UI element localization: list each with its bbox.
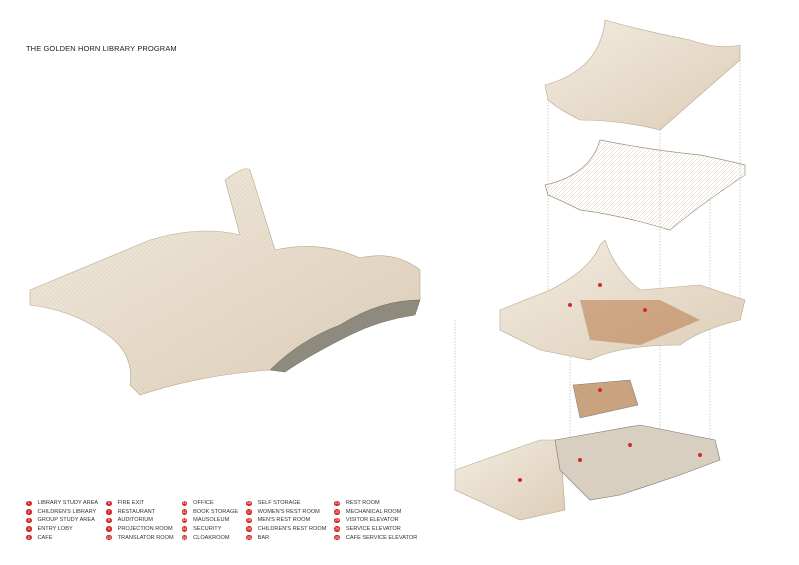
legend-number-marker: 4 <box>26 526 32 532</box>
legend-label: WOMEN'S REST ROOM <box>257 508 320 515</box>
legend-number-marker: 10 <box>106 534 112 541</box>
structure-layer <box>544 139 746 231</box>
legend-item: 11 OFFICE <box>181 499 238 508</box>
legend-item: 16 SELF STORAGE <box>246 499 326 508</box>
legend-number-marker: 9 <box>106 526 112 532</box>
legend-number-marker: 16 <box>246 500 252 507</box>
legend-item: 4 ENTRY LOBY <box>26 525 98 534</box>
legend-label: FIRE EXIT <box>117 500 145 507</box>
legend-item: 2 CHILDREN'S LIBRARY <box>26 508 98 517</box>
legend-label: BAR <box>257 534 270 541</box>
legend-label: AUDITORIUM <box>117 517 153 524</box>
legend-number-marker: 7 <box>106 509 112 515</box>
diagram-title: THE GOLDEN HORN LIBRARY PROGRAM <box>26 44 177 53</box>
legend-label: PROJECTION ROOM <box>117 526 173 533</box>
legend-item: 13 MAUSOLEUM <box>181 516 238 525</box>
legend-item: 12 BOOK STORAGE <box>181 508 239 517</box>
legend-number-marker: 13 <box>181 517 188 524</box>
legend-label: SERVICE ELEVATOR <box>345 526 401 533</box>
legend-number-marker: 12 <box>181 509 188 515</box>
legend-label: CHILDREN'S REST ROOM <box>257 526 327 533</box>
legend-label: MAUSOLEUM <box>193 517 230 524</box>
legend-item: 8 AUDITORIUM <box>106 516 174 525</box>
legend-item: 19 CHILDREN'S REST ROOM <box>246 525 326 534</box>
legend-number-marker: 25 <box>334 534 340 541</box>
legend-number-marker: 22 <box>334 509 340 515</box>
legend-item: 6 FIRE EXIT <box>106 499 174 508</box>
legend-item: 23 VISITOR ELEVATOR <box>334 516 417 525</box>
ground-ramp <box>454 439 566 521</box>
legend-label: VISITOR ELEVATOR <box>345 517 399 524</box>
roof-layer <box>544 19 741 131</box>
legend-item: 3 GROUP STUDY AREA <box>26 516 98 525</box>
legend-number-marker: 11 <box>181 500 188 507</box>
legend-item: 24 SERVICE ELEVATOR <box>334 525 417 534</box>
legend-label: SECURITY <box>193 526 222 533</box>
legend-label: TRANSLATOR ROOM <box>117 534 174 541</box>
mezzanine-layer <box>572 379 639 419</box>
legend-number-marker: 17 <box>246 509 252 515</box>
legend-item: 14 SECURITY <box>181 525 238 534</box>
legend-item: 9 PROJECTION ROOM <box>106 525 174 534</box>
legend-number-marker: 14 <box>181 526 188 532</box>
legend-label: CHILDREN'S LIBRARY <box>37 508 97 515</box>
legend-label: CLOAKROOM <box>193 534 230 541</box>
legend-number-marker: 19 <box>246 526 252 532</box>
legend-column: 16 SELF STORAGE 17 WOMEN'S REST ROOM 18 MEN'S… <box>246 499 326 542</box>
legend-label: LIBRARY STUDY AREA <box>37 500 99 507</box>
legend-item: 17 WOMEN'S REST ROOM <box>246 508 326 517</box>
legend-number-marker: 6 <box>106 500 112 507</box>
legend-item: 18 MEN'S REST ROOM <box>246 516 326 525</box>
legend-column: 21 REST ROOM 22 MECHANICAL ROOM 23 VISITOR EL… <box>334 499 417 542</box>
legend-label: CAFE <box>37 534 53 541</box>
legend-label: SELF STORAGE <box>257 500 301 507</box>
legend-item: 7 RESTAURANT <box>106 508 174 517</box>
legend-item: 10 TRANSLATOR ROOM <box>106 533 174 542</box>
legend-number-marker: 8 <box>106 517 112 524</box>
legend-item: 20 BAR <box>246 533 326 542</box>
ground-floor-layer <box>554 424 721 501</box>
legend-number-marker: 15 <box>181 534 188 541</box>
legend-item: 25 CAFE SERVICE ELEVATOR <box>334 533 417 542</box>
legend-number-marker: 18 <box>246 517 252 524</box>
legend-item: 21 REST ROOM <box>334 499 417 508</box>
legend-item: 5 CAFE <box>26 533 98 542</box>
legend-number-marker: 20 <box>246 534 252 541</box>
legend-column: 6 FIRE EXIT 7 RESTAURANT 8 AUDITORIUM 9 PROJECT… <box>106 499 174 542</box>
legend-number-marker: 24 <box>334 526 340 532</box>
legend-number-marker: 1 <box>26 500 32 507</box>
legend-label: RESTAURANT <box>117 508 156 515</box>
legend-label: ENTRY LOBY <box>37 526 73 533</box>
exploded-axonometric <box>454 19 746 521</box>
legend-label: OFFICE <box>193 500 214 507</box>
legend-label: BOOK STORAGE <box>193 508 239 515</box>
legend-label: MEN'S REST ROOM <box>257 517 311 524</box>
main-building-perspective <box>29 168 421 396</box>
legend-label: GROUP STUDY AREA <box>37 517 95 524</box>
legend-label: REST ROOM <box>345 500 380 507</box>
legend-label: CAFE SERVICE ELEVATOR <box>345 534 418 541</box>
legend-number-marker: 23 <box>334 517 340 524</box>
legend-number-marker: 21 <box>334 500 340 507</box>
legend-number-marker: 5 <box>26 534 32 541</box>
legend-item: 1 LIBRARY STUDY AREA <box>26 499 98 508</box>
legend-column: 11 OFFICE 12 BOOK STORAGE 13 MAUSOLEUM 14 SECUR… <box>181 499 239 542</box>
legend-label: MECHANICAL ROOM <box>345 508 402 515</box>
legend-item: 22 MECHANICAL ROOM <box>334 508 417 517</box>
legend-number-marker: 3 <box>26 517 32 524</box>
legend-number-marker: 2 <box>26 509 32 515</box>
legend-item: 15 CLOAKROOM <box>181 533 238 542</box>
